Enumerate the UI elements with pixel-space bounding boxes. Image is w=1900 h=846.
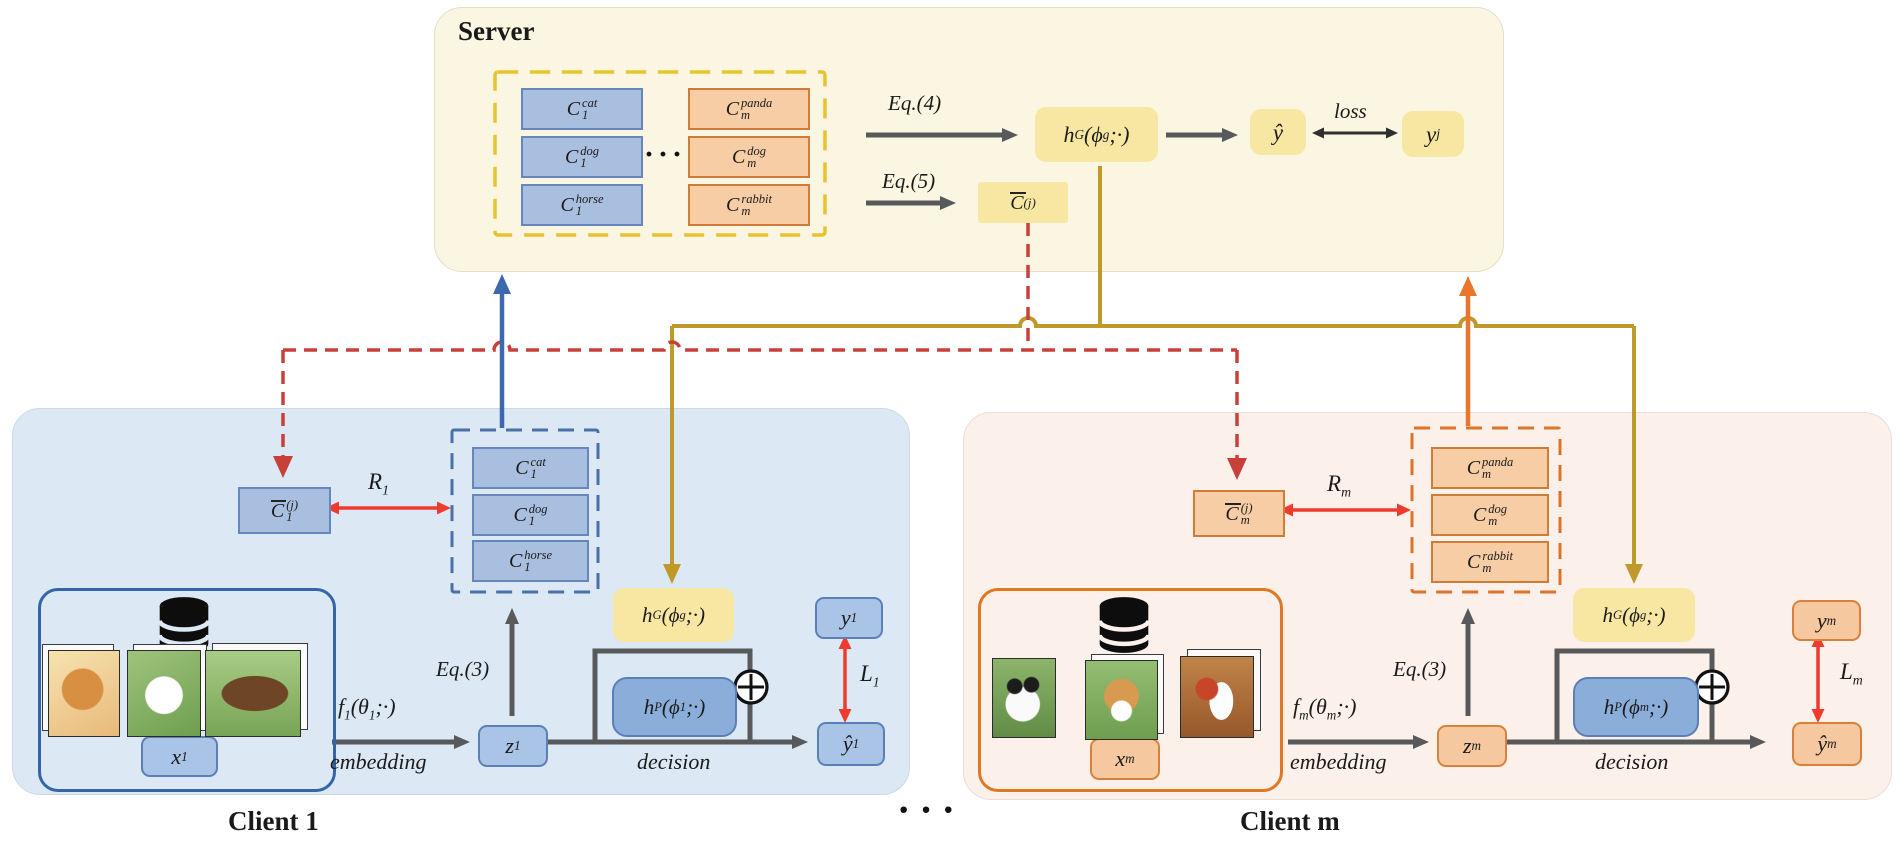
clientm-data-container bbox=[978, 588, 1283, 792]
horse-photo bbox=[205, 650, 301, 737]
corgi-photo bbox=[1085, 660, 1158, 740]
global-head-bus bbox=[672, 316, 1634, 328]
client1-eq3-label: Eq.(3) bbox=[436, 657, 490, 681]
clientm-r-label: Rm bbox=[1327, 471, 1352, 500]
clients-ellipsis: ··· bbox=[897, 787, 965, 832]
client1-embedding-label: embedding bbox=[330, 749, 427, 774]
clientm-f-label: fm(θm;·) bbox=[1293, 694, 1357, 723]
clientm-avg-proto-box: C(j)m bbox=[1193, 490, 1285, 537]
client1-decision-label: decision bbox=[637, 749, 711, 774]
client1-r-label: R1 bbox=[368, 469, 389, 498]
clientm-decision-label: decision bbox=[1595, 749, 1669, 774]
rabbit-photo bbox=[1180, 656, 1254, 738]
cat-photo bbox=[48, 650, 120, 737]
server-global-proto-box: C(j) bbox=[978, 182, 1068, 223]
client1-avg-proto-box: C(j)1 bbox=[238, 487, 331, 534]
clientm-title: Client m bbox=[1240, 806, 1340, 836]
client1-title: Client 1 bbox=[228, 806, 319, 836]
eq4-label: Eq.(4) bbox=[888, 91, 942, 115]
global-proto-bus bbox=[283, 340, 1237, 352]
server-pool-ellipsis: ··· bbox=[644, 138, 687, 171]
server-yhat-box: ŷ bbox=[1250, 109, 1306, 155]
clientm-l-label: Lm bbox=[1840, 659, 1863, 688]
client1-data-container bbox=[38, 588, 336, 792]
loss-label: loss bbox=[1334, 99, 1367, 123]
panda-photo bbox=[992, 658, 1056, 738]
clientm-embedding-label: embedding bbox=[1290, 749, 1387, 774]
database-icon bbox=[157, 597, 211, 653]
server-title: Server bbox=[458, 16, 535, 46]
client1-l-label: L1 bbox=[860, 661, 880, 690]
database-icon bbox=[1097, 597, 1151, 653]
dog-photo bbox=[127, 650, 201, 737]
eq5-label: Eq.(5) bbox=[882, 169, 936, 193]
client1-f-label: f1(θ1;·) bbox=[338, 694, 396, 723]
clientm-eq3-label: Eq.(3) bbox=[1393, 657, 1447, 681]
